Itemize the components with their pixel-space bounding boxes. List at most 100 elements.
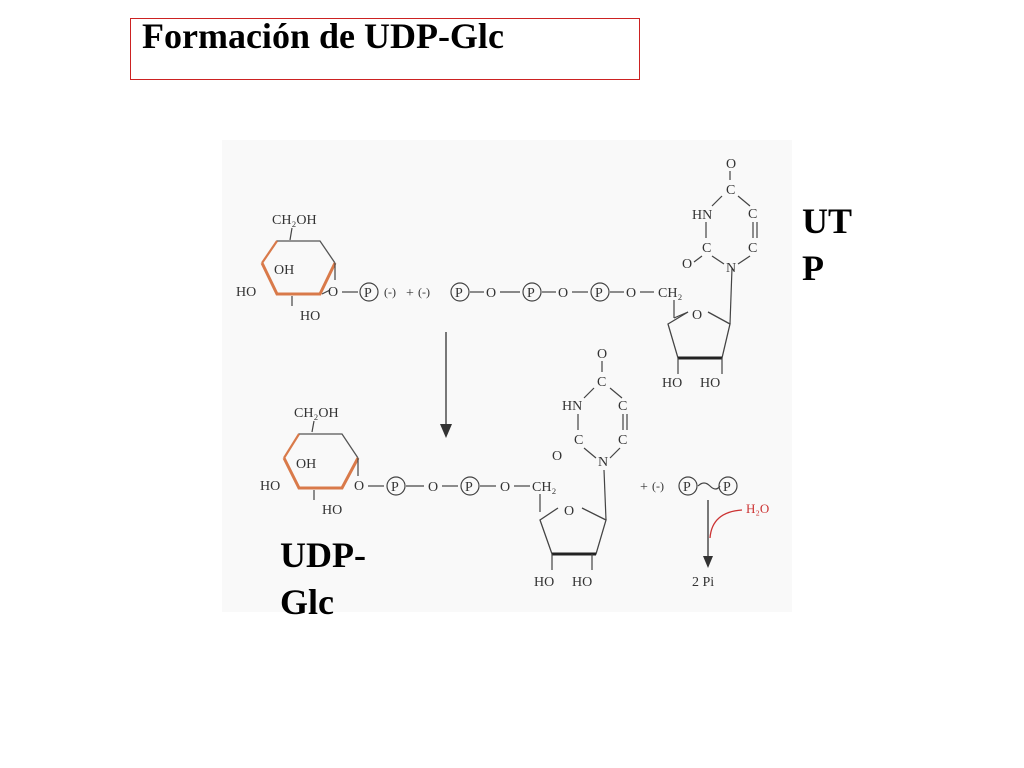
reaction-diagram: CH₂OH OH HO HO O P (-) + (-) P O P O P O xyxy=(222,140,792,612)
charge-label: (-) xyxy=(384,285,396,299)
base-o-label: O xyxy=(726,157,736,172)
udpglc-label-line1: UDP- xyxy=(280,535,366,575)
base-n-label: N xyxy=(598,455,608,470)
ribose-ho-label: HO xyxy=(700,376,720,391)
base-bond xyxy=(737,255,751,265)
base-c-label: C xyxy=(748,241,757,256)
phosphate-circle xyxy=(359,282,379,302)
base-bond xyxy=(711,255,725,265)
reaction-arrow xyxy=(440,332,452,438)
base-c-label: C xyxy=(726,183,735,198)
base-n-label: N xyxy=(726,261,736,276)
product-chain: O P O P O CH₂ xyxy=(354,476,556,496)
phosphate-label: P xyxy=(391,480,399,495)
ribose-o-label: O xyxy=(692,308,702,323)
charge-label: (-) xyxy=(418,285,430,299)
ribose-ho-label: HO xyxy=(572,575,592,590)
chain-o-label: O xyxy=(486,286,496,301)
phosphate-label: P xyxy=(527,286,535,301)
glc-bond xyxy=(321,289,331,295)
pyrophosphate: + (-) P P H₂O 2 Pi xyxy=(640,476,769,590)
phosphate-label: P xyxy=(364,286,372,301)
phosphate-circle xyxy=(450,282,470,302)
udpglc-label-line2: Glc xyxy=(280,582,334,622)
ch2-label: CH₂ xyxy=(658,286,682,301)
chain-o-label: O xyxy=(328,285,338,300)
base-c-label: C xyxy=(597,375,606,390)
product-uracil: O C HN C C C O N xyxy=(552,347,628,470)
phosphate-label: P xyxy=(455,286,463,301)
base-bond xyxy=(737,195,751,207)
phosphate-circle xyxy=(718,476,738,496)
phosphate-label: P xyxy=(465,480,473,495)
base-bond xyxy=(693,255,703,263)
glc-bond xyxy=(311,420,315,433)
phosphate-circle xyxy=(590,282,610,302)
glc-bond xyxy=(289,227,293,241)
phosphate-label: P xyxy=(723,480,731,495)
glc-ring-back xyxy=(261,240,336,264)
glc-ho-left: HO xyxy=(260,479,280,494)
glc-ho-bottom: HO xyxy=(300,309,320,324)
base-bond xyxy=(711,195,723,207)
chain-o-label: O xyxy=(626,286,636,301)
ribose-ho-label: HO xyxy=(534,575,554,590)
title-frame xyxy=(130,18,640,80)
glc-ch2oh-label: CH₂OH xyxy=(272,213,317,228)
glycosidic-bond xyxy=(729,267,733,325)
hydrolysis-arrow-head xyxy=(703,556,713,568)
base-bond xyxy=(609,447,621,459)
base-bond xyxy=(609,387,623,399)
slide-title: Formación de UDP-Glc xyxy=(142,16,504,56)
ribose-o-label: O xyxy=(564,504,574,519)
water-label: H₂O xyxy=(746,501,769,516)
base-c-label: C xyxy=(702,241,711,256)
anhydride-bond xyxy=(697,482,721,490)
plus-label: + xyxy=(406,286,414,301)
base-c-label: C xyxy=(574,433,583,448)
chain-o-label: O xyxy=(500,480,510,495)
glc-oh-label: OH xyxy=(274,263,294,278)
water-curve xyxy=(709,509,743,539)
reactant-chain: O P (-) + (-) P O P O P O CH₂ xyxy=(328,282,682,302)
phosphate-circle xyxy=(386,476,406,496)
base-hn-label: HN xyxy=(692,208,712,223)
base-c-label: C xyxy=(748,207,757,222)
chain-o-label: O xyxy=(558,286,568,301)
utp-label-line1: UT xyxy=(802,201,853,241)
glc-ring-back xyxy=(283,433,359,459)
glc-ho-bottom: HO xyxy=(322,503,342,518)
glc-ring-highlight xyxy=(282,457,360,490)
ribose-ho-label: HO xyxy=(662,376,682,391)
glycosidic-bond xyxy=(603,469,607,521)
phosphate-circle xyxy=(522,282,542,302)
ch2-label: CH₂ xyxy=(532,480,556,495)
charge-label: (-) xyxy=(652,479,664,493)
phosphate-circle xyxy=(678,476,698,496)
arrow-head xyxy=(440,424,452,438)
base-o-label: O xyxy=(552,449,562,464)
plus-label: + xyxy=(640,480,648,495)
glc-ho-left: HO xyxy=(236,285,256,300)
reaction-svg: CH₂OH OH HO HO O P (-) + (-) P O P O P O xyxy=(236,157,769,590)
glc-oh-label: OH xyxy=(296,457,316,472)
phosphate-product-label: 2 Pi xyxy=(692,575,714,590)
product-glucose: CH₂OH OH HO HO xyxy=(260,406,360,518)
reactant-glucose: CH₂OH OH HO HO xyxy=(236,213,337,324)
base-o-label: O xyxy=(682,257,692,272)
base-bond xyxy=(583,447,597,459)
product-ribose: O HO HO xyxy=(534,469,607,590)
phosphate-label: P xyxy=(595,286,603,301)
glc-ring-highlight xyxy=(260,262,337,296)
reactant-uracil: O C HN C C C O N xyxy=(682,157,758,276)
reactant-ribose: O HO HO xyxy=(662,267,733,391)
utp-label-line2: P xyxy=(802,248,824,288)
base-hn-label: HN xyxy=(562,399,582,414)
glc-ring-edge xyxy=(261,240,278,264)
base-c-label: C xyxy=(618,433,627,448)
chain-o-label: O xyxy=(354,479,364,494)
base-c-label: C xyxy=(618,399,627,414)
base-bond xyxy=(583,387,595,399)
glc-ring-edge xyxy=(283,433,300,459)
glc-ch2oh-label: CH₂OH xyxy=(294,406,339,421)
